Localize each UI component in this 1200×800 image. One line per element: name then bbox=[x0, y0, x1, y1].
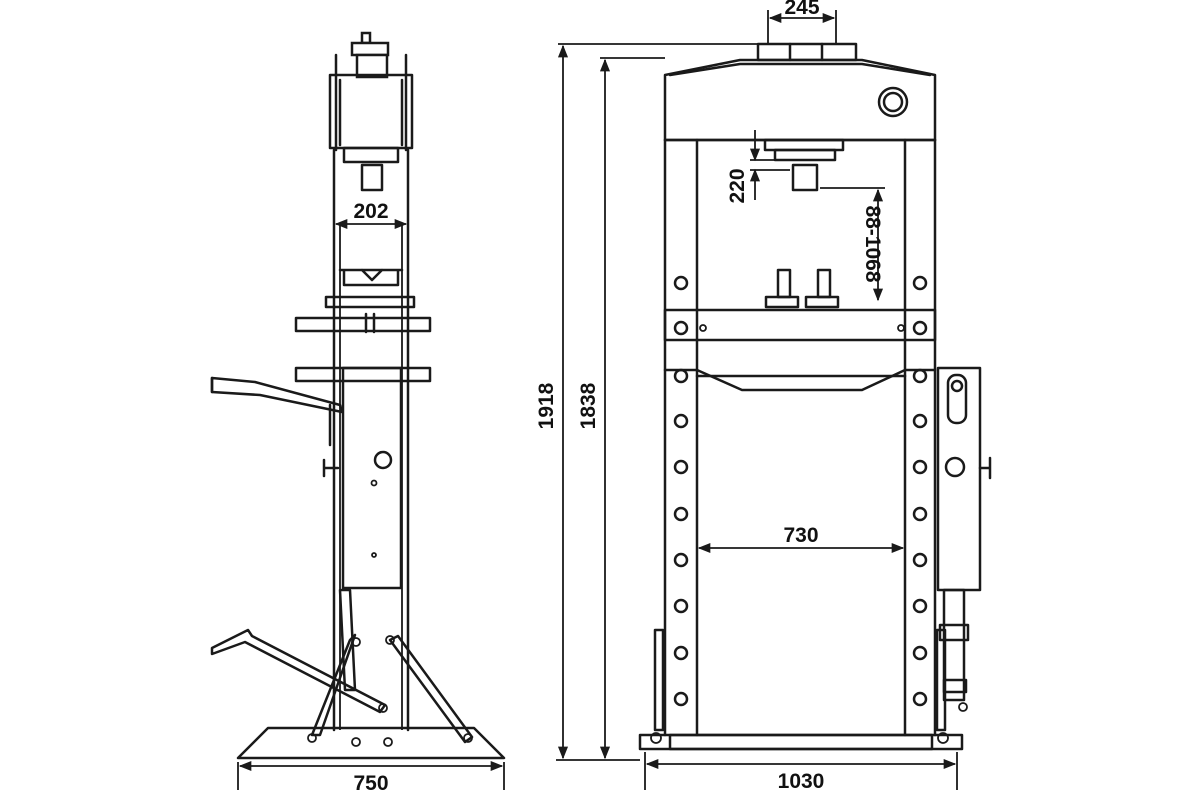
side-pump-body bbox=[341, 366, 403, 590]
side-foot-pedal bbox=[210, 628, 387, 714]
front-head bbox=[663, 58, 937, 142]
front-column-holes bbox=[673, 368, 928, 707]
side-bolster-pin-lower bbox=[294, 366, 432, 383]
side-bolster-pin-upper bbox=[294, 316, 432, 333]
front-base-width-label: 1030 bbox=[778, 770, 825, 793]
front-cylinder-head bbox=[763, 138, 845, 152]
front-release-knob bbox=[978, 456, 992, 480]
front-pump-unit bbox=[936, 366, 982, 592]
side-top-cap bbox=[350, 41, 390, 57]
inner-width-label: 730 bbox=[783, 524, 818, 547]
front-bolster bbox=[663, 308, 937, 342]
side-base-width-label: 750 bbox=[353, 772, 388, 795]
side-top-block bbox=[355, 53, 389, 79]
front-ram bbox=[791, 163, 819, 192]
side-upper-frame bbox=[328, 73, 414, 150]
front-base bbox=[638, 733, 964, 751]
side-ram bbox=[360, 163, 384, 192]
working-height-label: 88-1068 bbox=[861, 205, 884, 282]
side-leg-front bbox=[310, 633, 357, 737]
top-width-label: 245 bbox=[784, 0, 819, 19]
side-bolster-top bbox=[324, 295, 416, 309]
front-view: 245 220 88-1068 bbox=[535, 0, 992, 793]
side-v-block bbox=[338, 268, 404, 287]
front-lower-table bbox=[663, 368, 937, 392]
total-height-label: 1918 bbox=[535, 382, 558, 429]
stroke-label: 220 bbox=[726, 168, 749, 203]
side-release-knob bbox=[322, 458, 340, 478]
ram-width-label: 202 bbox=[353, 200, 388, 223]
frame-height-label: 1838 bbox=[577, 382, 600, 429]
side-hand-lever bbox=[210, 376, 344, 414]
side-base bbox=[236, 726, 506, 760]
side-cylinder-head bbox=[342, 146, 400, 164]
side-top-fitting bbox=[360, 31, 372, 45]
side-view: 202 75 bbox=[210, 31, 506, 795]
front-top-plate bbox=[756, 42, 858, 62]
